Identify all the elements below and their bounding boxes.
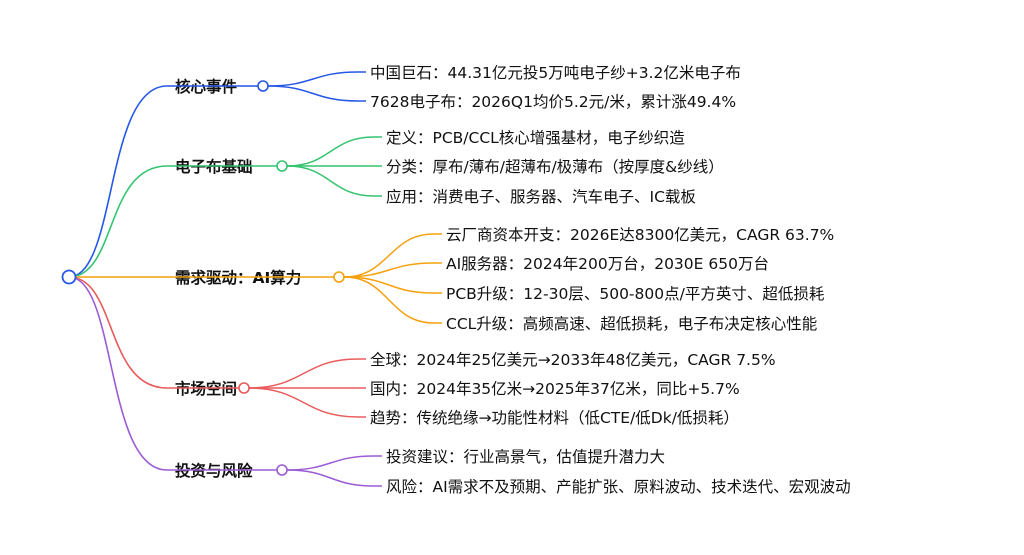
leaf-edge — [286, 469, 375, 487]
leaf-label: 投资建议：行业高景气，估值提升潜力大 — [386, 448, 665, 466]
leaf-edge — [343, 233, 435, 278]
root-branch-edge — [68, 276, 168, 471]
branch-node[interactable] — [276, 464, 288, 476]
leaf-edge — [286, 455, 375, 471]
branch-node[interactable] — [333, 271, 345, 283]
root-node[interactable] — [61, 269, 77, 285]
leaf-label: 7628电子布：2026Q1均价5.2元/米，累计涨49.4% — [370, 93, 736, 111]
branch-node[interactable] — [276, 160, 288, 172]
leaf-edge — [343, 276, 435, 294]
leaf-edge — [267, 85, 359, 102]
leaf-label: 全球：2024年25亿美元→2033年48亿美元，CAGR 7.5% — [370, 351, 776, 369]
leaf-label: PCB升级：12-30层、500-800点/平方英寸、超低损耗 — [446, 285, 824, 303]
leaf-edge — [286, 136, 375, 167]
leaf-edge — [267, 71, 359, 87]
leaf-label: 风险：AI需求不及预期、产能扩张、原料波动、技术迭代、宏观波动 — [386, 478, 851, 496]
leaf-label: AI服务器：2024年200万台，2030E 650万台 — [446, 255, 769, 273]
leaf-edge — [343, 262, 435, 278]
branch-node[interactable] — [238, 382, 250, 394]
root-branch-edge — [68, 85, 168, 278]
leaf-label: 趋势：传统绝缘→功能性材料（低CTE/低Dk/低损耗） — [370, 409, 739, 427]
leaf-edge — [286, 165, 375, 197]
leaf-edge — [248, 358, 359, 389]
root-branch-edge — [68, 165, 168, 278]
leaf-label: CCL升级：高频高速、超低损耗，电子布决定核心性能 — [446, 315, 817, 333]
leaf-label: 定义：PCB/CCL核心增强基材，电子纱织造 — [386, 129, 685, 147]
leaf-label: 中国巨石：44.31亿元投5万吨电子纱+3.2亿米电子布 — [370, 64, 741, 82]
leaf-edge — [248, 387, 359, 418]
branch-node[interactable] — [257, 80, 269, 92]
root-branch-edge — [68, 276, 168, 389]
leaf-label: 应用：消费电子、服务器、汽车电子、IC载板 — [386, 187, 696, 206]
leaf-label: 云厂商资本开支：2026E达8300亿美元，CAGR 63.7% — [446, 226, 834, 244]
leaf-edge — [343, 276, 435, 324]
leaf-label: 国内：2024年35亿米→2025年37亿米，同比+5.7% — [370, 380, 740, 398]
leaf-label: 分类：厚布/薄布/超薄布/极薄布（按厚度&纱线） — [386, 158, 724, 176]
